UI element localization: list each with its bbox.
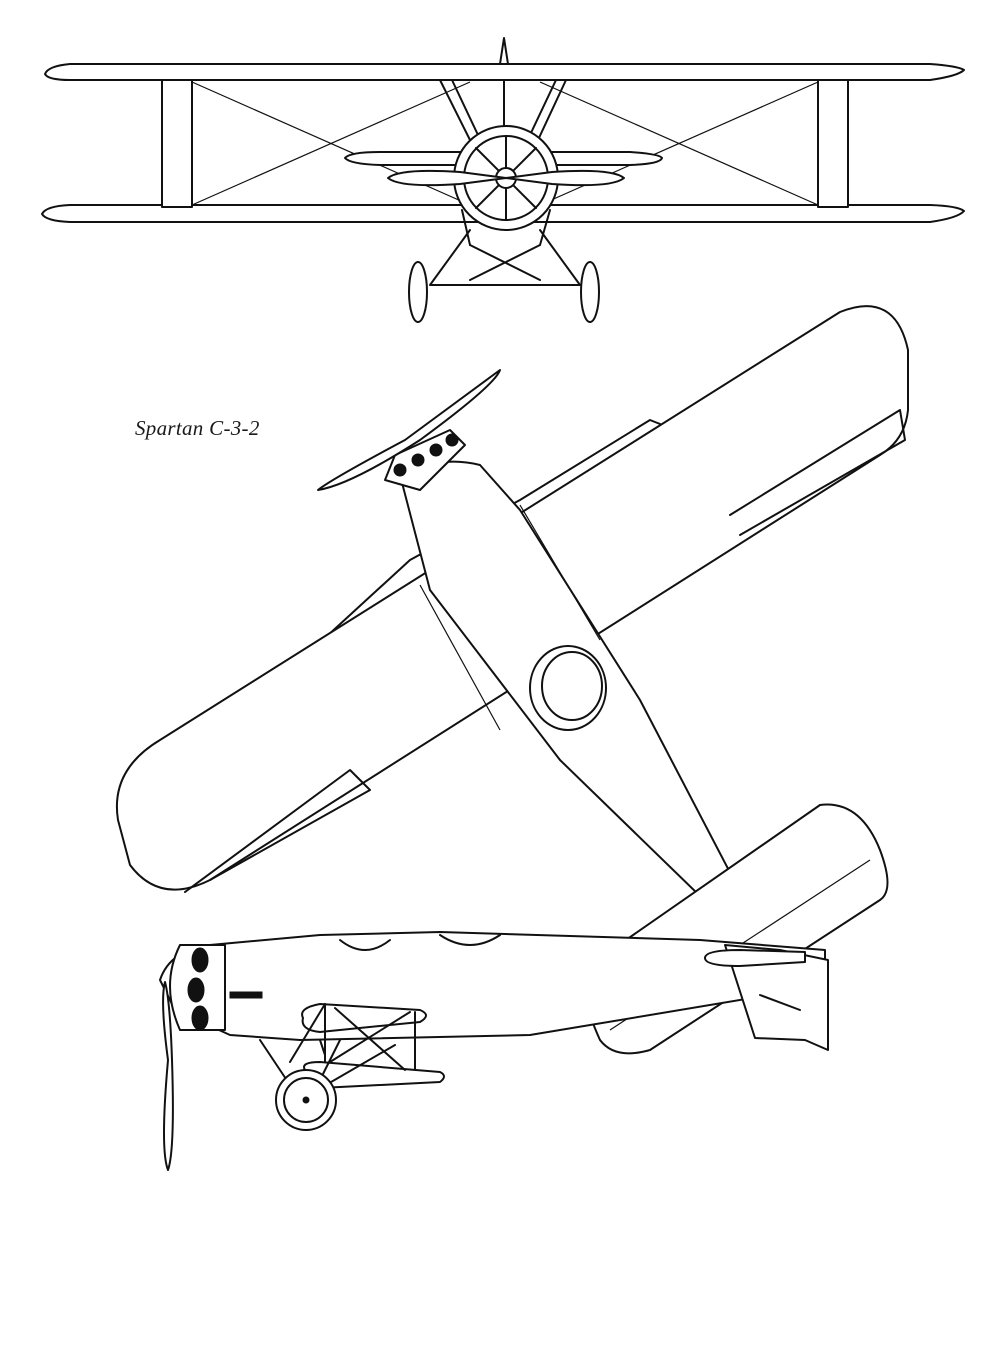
- drawing-caption: Spartan C-3-2: [135, 416, 260, 440]
- front-strut-left: [161, 79, 193, 208]
- side-view: [159, 931, 829, 1171]
- front-upper-wing: [44, 63, 965, 81]
- front-landing-gear: [429, 209, 581, 286]
- top-aileron-left: [184, 769, 371, 893]
- front-cabane-struts: [439, 79, 567, 141]
- side-tail-skid: [759, 994, 801, 1011]
- side-fin-rudder: [724, 944, 829, 1051]
- top-wing-ribs: [419, 504, 601, 731]
- side-cockpits: [339, 934, 501, 951]
- top-aileron-right: [729, 409, 906, 536]
- front-strut-right: [817, 79, 849, 208]
- front-wheel-left: [408, 261, 428, 323]
- side-exhaust: [229, 991, 263, 999]
- side-tailplane: [704, 949, 806, 967]
- top-engine-cylinders: [393, 433, 459, 477]
- front-wheel-right: [580, 261, 600, 323]
- front-propeller: [387, 169, 625, 187]
- side-engine-cylinders: [187, 947, 209, 1031]
- front-fin: [499, 37, 509, 65]
- side-lower-wing: [301, 1003, 427, 1033]
- side-struts: [289, 1003, 416, 1071]
- side-propeller: [162, 981, 174, 1171]
- top-propeller: [317, 369, 501, 491]
- front-view: [41, 37, 965, 323]
